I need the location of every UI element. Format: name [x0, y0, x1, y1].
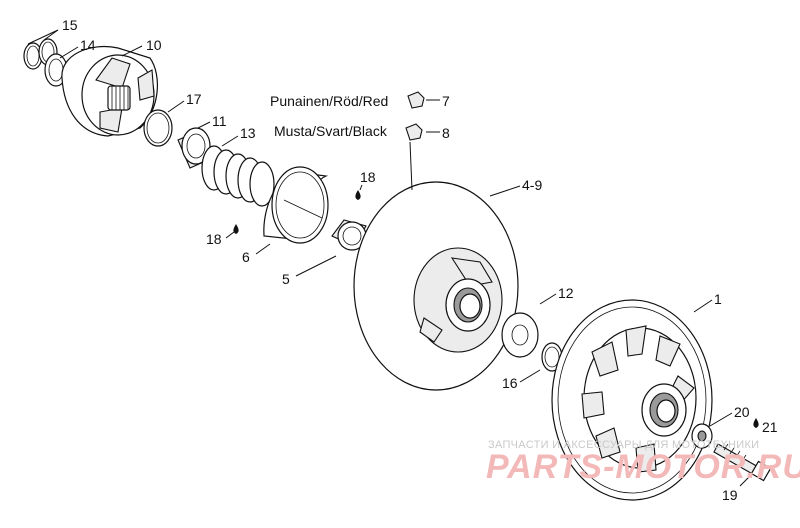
label-13: 13	[240, 125, 256, 141]
label-12: 12	[558, 285, 574, 301]
label-18-left: 18	[206, 231, 222, 247]
part-5-bushing	[331, 219, 367, 251]
part-11-bushing	[177, 127, 211, 169]
grease-drop-icon	[233, 224, 239, 234]
label-10: 10	[146, 37, 162, 53]
clip-icon-black	[405, 123, 423, 141]
label-8: 8	[442, 125, 450, 141]
part-6-ring	[263, 166, 329, 244]
part-20-washer	[691, 423, 713, 449]
label-19: 19	[722, 487, 738, 503]
legend-black: Musta/Svart/Black	[274, 123, 388, 139]
part-1-fixed-sheave	[551, 299, 713, 501]
watermark-tagline: ЗАПЧАСТИ И АКСЕССУАРЫ ДЛЯ МОТОТЕХНИКИ	[488, 439, 759, 451]
part-4-9-sheave	[353, 181, 519, 391]
label-4-9: 4-9	[522, 177, 542, 193]
leader-lines	[27, 29, 751, 487]
label-11: 11	[212, 113, 227, 129]
label-7: 7	[442, 93, 450, 109]
legend-red: Punainen/Röd/Red	[270, 93, 388, 109]
part-19-bolt	[713, 443, 772, 482]
label-21: 21	[762, 419, 778, 435]
grease-drop-icon	[753, 418, 759, 428]
label-20: 20	[734, 404, 750, 420]
part-13-spring	[201, 145, 275, 207]
label-17: 17	[186, 91, 202, 107]
part-10-helix-cam	[61, 46, 159, 137]
part-17-o-ring	[143, 109, 173, 147]
label-18-top: 18	[360, 169, 376, 185]
part-12-washer	[501, 312, 539, 358]
grease-drop-icon	[355, 190, 361, 200]
label-1: 1	[714, 291, 722, 307]
clip-icon-red	[407, 91, 425, 109]
label-5: 5	[282, 271, 290, 287]
watermark-logo: PARTS-MOTOR.RU	[486, 448, 800, 486]
label-6: 6	[242, 249, 250, 265]
label-15: 15	[62, 17, 78, 33]
label-14: 14	[80, 37, 96, 53]
label-16: 16	[502, 375, 518, 391]
